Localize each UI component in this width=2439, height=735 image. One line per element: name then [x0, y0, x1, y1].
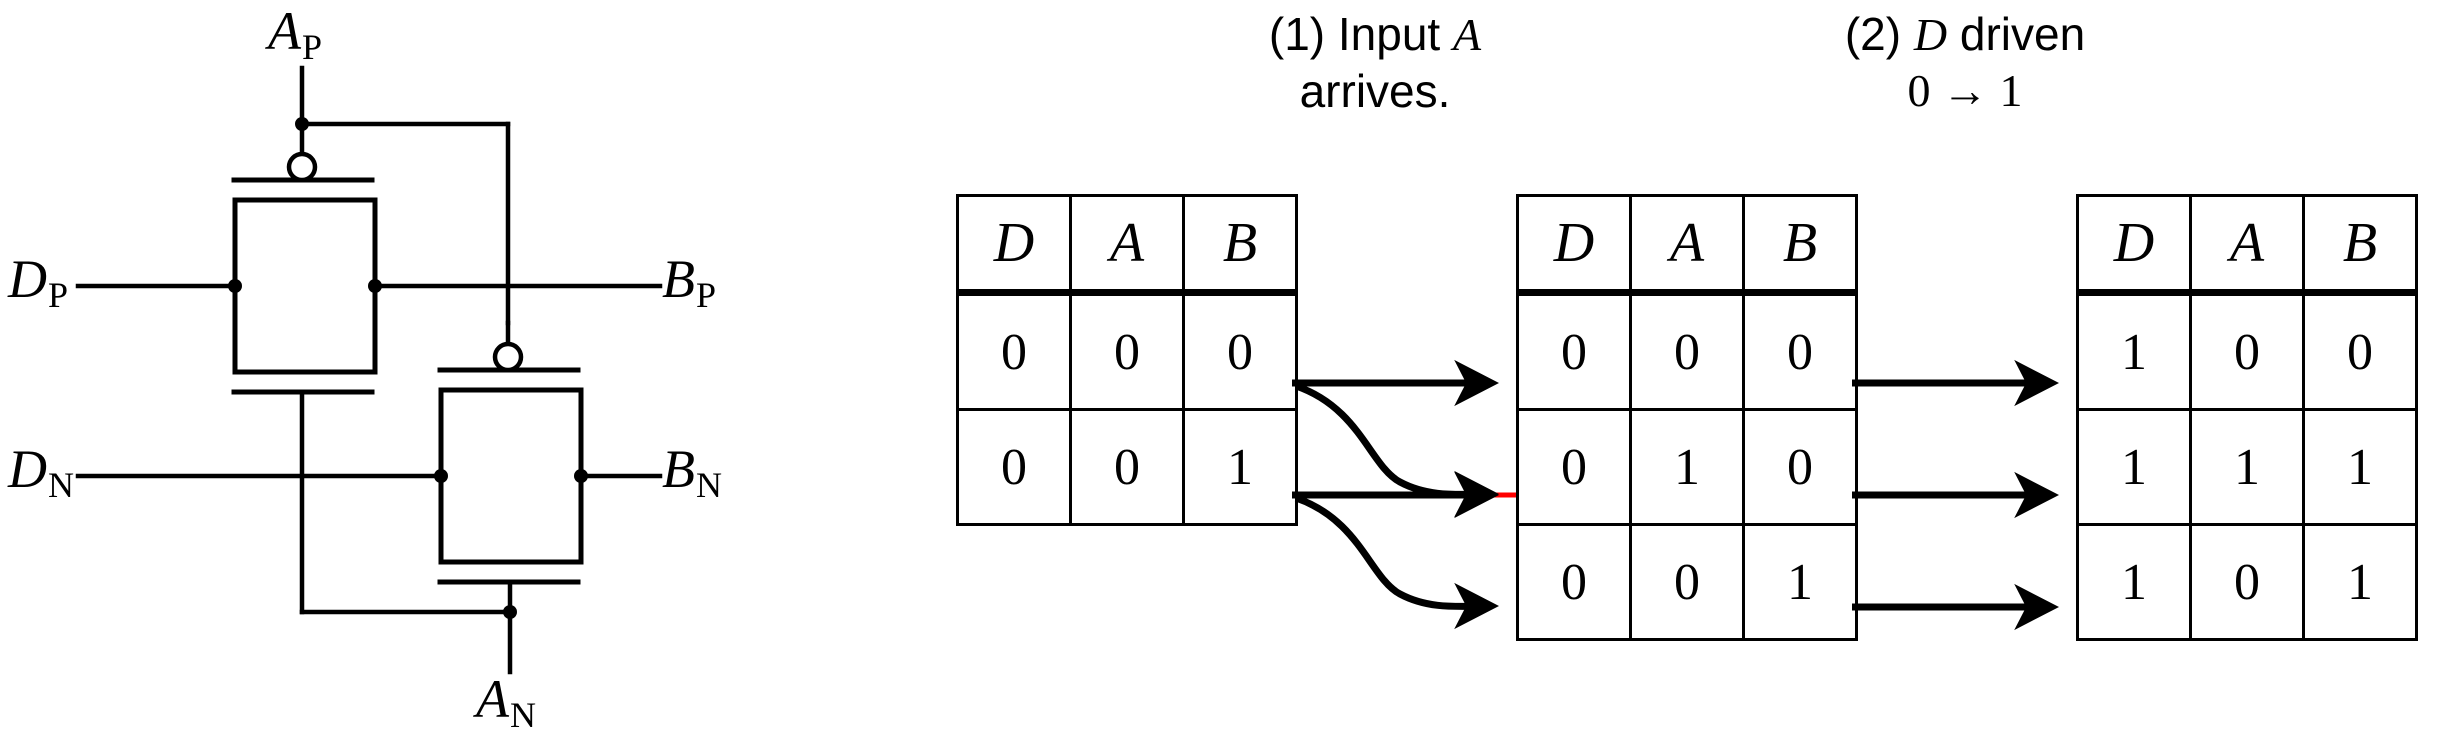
table-row: 0 1 0 [1516, 408, 1858, 526]
table-2-r0-a: 0 [1629, 291, 1745, 411]
table-1-header-b: B [1182, 194, 1298, 296]
table-1-r1-b: 1 [1182, 408, 1298, 526]
circuit-svg [75, 65, 663, 675]
table-3-header-a: A [2189, 194, 2305, 296]
caption-step-1-line2: arrives. [1299, 65, 1451, 118]
table-3-r2-b: 1 [2302, 523, 2418, 641]
table-2-r2-d: 0 [1516, 523, 1632, 641]
table-3-header-b: B [2302, 194, 2418, 296]
table-row: 1 1 1 [2076, 408, 2418, 526]
gate-bubble-lower-icon [492, 341, 524, 373]
table-2-r1-a: 1 [1629, 408, 1745, 526]
caption-step-2-line2: 0 → 1 [1907, 65, 2023, 117]
table-3-header-d: D [2076, 194, 2192, 296]
caption-step-2-line1: (2) D driven [1844, 8, 2086, 60]
label-d-n: DN [8, 439, 74, 505]
table-2-header-b: B [1742, 194, 1858, 296]
table-3-header-row: D A B [2076, 194, 2418, 296]
label-a-n: AN [476, 669, 536, 735]
junction-dot-an [503, 605, 517, 619]
arrow-t1r1-to-t2r2-curve [1294, 382, 1499, 518]
table-2-header-a: A [1629, 194, 1745, 296]
table-3-r2-a: 0 [2189, 523, 2305, 641]
table-1-header-row: D A B [956, 194, 1298, 296]
label-a-p: AP [268, 1, 323, 67]
table-2-r1-b: 0 [1742, 408, 1858, 526]
table-1-r1-d: 0 [956, 408, 1072, 526]
table-3-r2-d: 1 [2076, 523, 2192, 641]
arrow-t1r2-to-t2r3-curve [1294, 494, 1499, 630]
table-row: 0 0 1 [1516, 523, 1858, 641]
table-2-header-d: D [1516, 194, 1632, 296]
junction-dot-dn-right [574, 469, 588, 483]
table-1-r0-d: 0 [956, 291, 1072, 411]
truth-table-1: D A B 0 0 0 0 0 1 [956, 194, 1298, 526]
junction-dot-dn-left [434, 469, 448, 483]
table-3-r0-d: 1 [2076, 291, 2192, 411]
gate-bubble-upper-icon [286, 151, 318, 183]
caption-step-2: (2) D driven 0 → 1 [1755, 6, 2175, 119]
table-1-header-d: D [956, 194, 1072, 296]
table-2-r0-b: 0 [1742, 291, 1858, 411]
label-b-p: BP [662, 249, 717, 315]
table-row: 1 0 1 [2076, 523, 2418, 641]
table-1-header-a: A [1069, 194, 1185, 296]
table-2-r2-a: 0 [1629, 523, 1745, 641]
table-3-r1-b: 1 [2302, 408, 2418, 526]
caption-step-1-line1: (1) Input A [1268, 8, 1482, 60]
table-1-r1-a: 0 [1069, 408, 1185, 526]
truth-table-3: D A B 1 0 0 1 1 1 1 0 1 [2076, 194, 2418, 641]
junction-dot-dp-right [368, 279, 382, 293]
label-d-p: DP [8, 249, 69, 315]
table-1-r0-a: 0 [1069, 291, 1185, 411]
table-row: 0 0 0 [1516, 291, 1858, 411]
table-row: 0 0 1 [956, 408, 1298, 526]
table-row: 0 0 0 [956, 291, 1298, 411]
transistor-body-upper [232, 197, 378, 375]
label-b-n: BN [662, 439, 722, 505]
table-row: 1 0 0 [2076, 291, 2418, 411]
table-3-r0-a: 0 [2189, 291, 2305, 411]
table-3-r1-d: 1 [2076, 408, 2192, 526]
junction-dot-dp-left [228, 279, 242, 293]
table-2-r2-b: 1 [1742, 523, 1858, 641]
table-2-header-row: D A B [1516, 194, 1858, 296]
circuit-diagram: AP AN DP DN BP BN [0, 0, 900, 733]
truth-table-2: D A B 0 0 0 0 1 0 0 0 1 [1516, 194, 1858, 641]
table-3-r1-a: 1 [2189, 408, 2305, 526]
table-3-r0-b: 0 [2302, 291, 2418, 411]
table-2-r1-d: 0 [1516, 408, 1632, 526]
table-2-r0-d: 0 [1516, 291, 1632, 411]
table-1-r0-b: 0 [1182, 291, 1298, 411]
transistor-body-lower [438, 387, 584, 565]
junction-dot-ap [295, 117, 309, 131]
caption-step-1: (1) Input A arrives. [1190, 6, 1560, 119]
